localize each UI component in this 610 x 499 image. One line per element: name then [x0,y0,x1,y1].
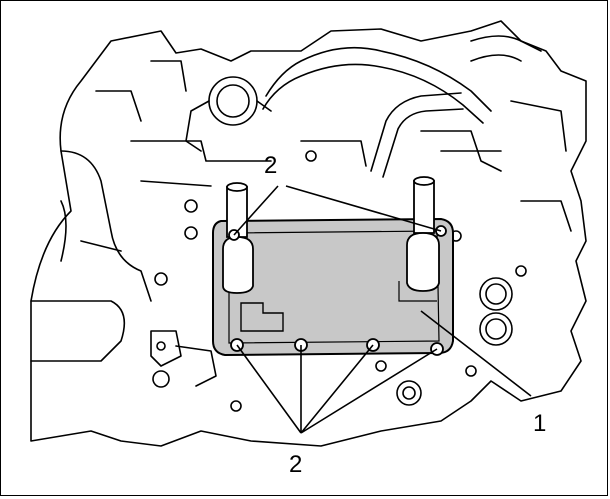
thermostat-bracket [185,100,272,152]
block-bolt-icon [230,400,242,412]
leader-line-bolts-bottom [236,344,438,434]
coolant-pipe [370,92,464,178]
left-outlet-pipe [226,186,248,238]
port-lower-inner [485,318,507,340]
port-upper-inner [485,283,507,305]
block-bolt-icon [184,199,198,213]
engine-block-outline [30,20,587,447]
block-bolt-icon [154,272,168,286]
block-bolt-icon [515,265,527,277]
right-fitting-base [406,232,440,292]
leader-line-oil-cooler [420,310,532,397]
port-lower-icon [479,312,513,346]
upper-coolant-hose [262,46,492,124]
callout-bolts-bottom: 2 [289,451,302,478]
cooler-fittings [222,176,440,294]
block-bolt-icon [184,226,198,240]
block-bolt-icon [465,365,477,377]
hose-right [470,35,542,62]
block-bolt-icon [152,370,170,388]
leader-line-bolts-top [233,185,442,236]
drain-plug-inner [402,386,416,400]
drain-plug-icon [396,380,422,406]
thermostat-housing [208,76,258,126]
oil-cooler [212,217,454,357]
block-bolt-icon [375,360,387,372]
thermostat-inner [216,84,250,118]
callout-oil-cooler: 1 [533,410,546,437]
right-outlet-pipe [413,180,435,234]
engine-detail-lines [60,60,572,262]
left-fitting-base [222,236,254,294]
block-bolt-icon [156,341,166,351]
port-upper-icon [479,277,513,311]
timing-cover-edge [30,150,152,362]
callout-bolts-top: 2 [264,152,277,179]
sensor-connector [150,330,217,387]
block-bolt-icon [305,150,317,162]
